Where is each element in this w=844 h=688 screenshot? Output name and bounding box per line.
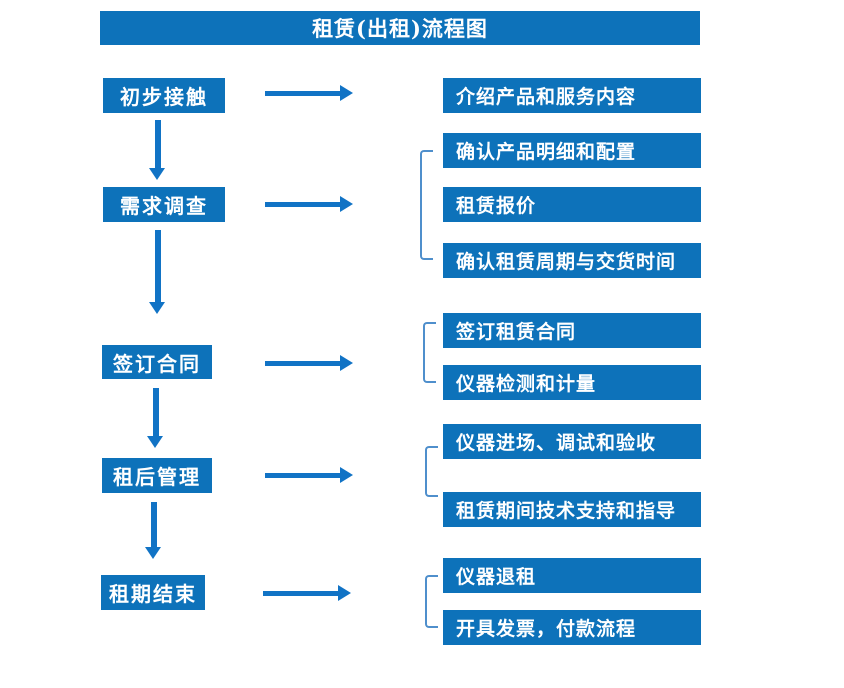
detail-box-instrument-test: 仪器检测和计量	[443, 365, 701, 400]
right-arrow-icon-4	[265, 467, 353, 483]
down-arrow-icon-4	[145, 502, 162, 559]
detail-box-tech-support: 租赁期间技术支持和指导	[443, 492, 701, 527]
group-bracket-demand-survey	[420, 150, 433, 260]
detail-box-instrument-entry: 仪器进场、调试和验收	[443, 424, 701, 459]
down-arrow-icon-3	[147, 388, 164, 448]
detail-box-return-rental: 仪器退租	[443, 558, 701, 593]
stage-box-post-rental-management: 租后管理	[102, 458, 212, 493]
right-arrow-icon-3	[265, 355, 353, 371]
group-bracket-post-rental	[425, 446, 438, 497]
detail-box-rental-quote: 租赁报价	[443, 187, 701, 222]
detail-box-confirm-period: 确认租赁周期与交货时间	[443, 243, 701, 278]
group-bracket-sign-contract	[423, 322, 436, 383]
detail-box-confirm-config: 确认产品明细和配置	[443, 133, 701, 168]
group-bracket-rental-end	[425, 575, 438, 628]
down-arrow-icon-1	[149, 120, 166, 180]
right-arrow-icon-5	[263, 585, 351, 601]
stage-box-sign-contract: 签订合同	[102, 345, 212, 379]
stage-box-rental-end: 租期结束	[101, 575, 205, 610]
right-arrow-icon-2	[265, 196, 353, 212]
down-arrow-icon-2	[149, 230, 166, 314]
stage-box-demand-survey: 需求调查	[103, 187, 225, 222]
detail-box-intro-products: 介绍产品和服务内容	[443, 78, 701, 113]
stage-box-initial-contact: 初步接触	[103, 78, 225, 113]
detail-box-invoice-payment: 开具发票，付款流程	[443, 610, 701, 645]
flowchart-title: 租赁(出租)流程图	[100, 11, 700, 45]
detail-box-sign-lease: 签订租赁合同	[443, 313, 701, 348]
right-arrow-icon-1	[265, 85, 353, 101]
